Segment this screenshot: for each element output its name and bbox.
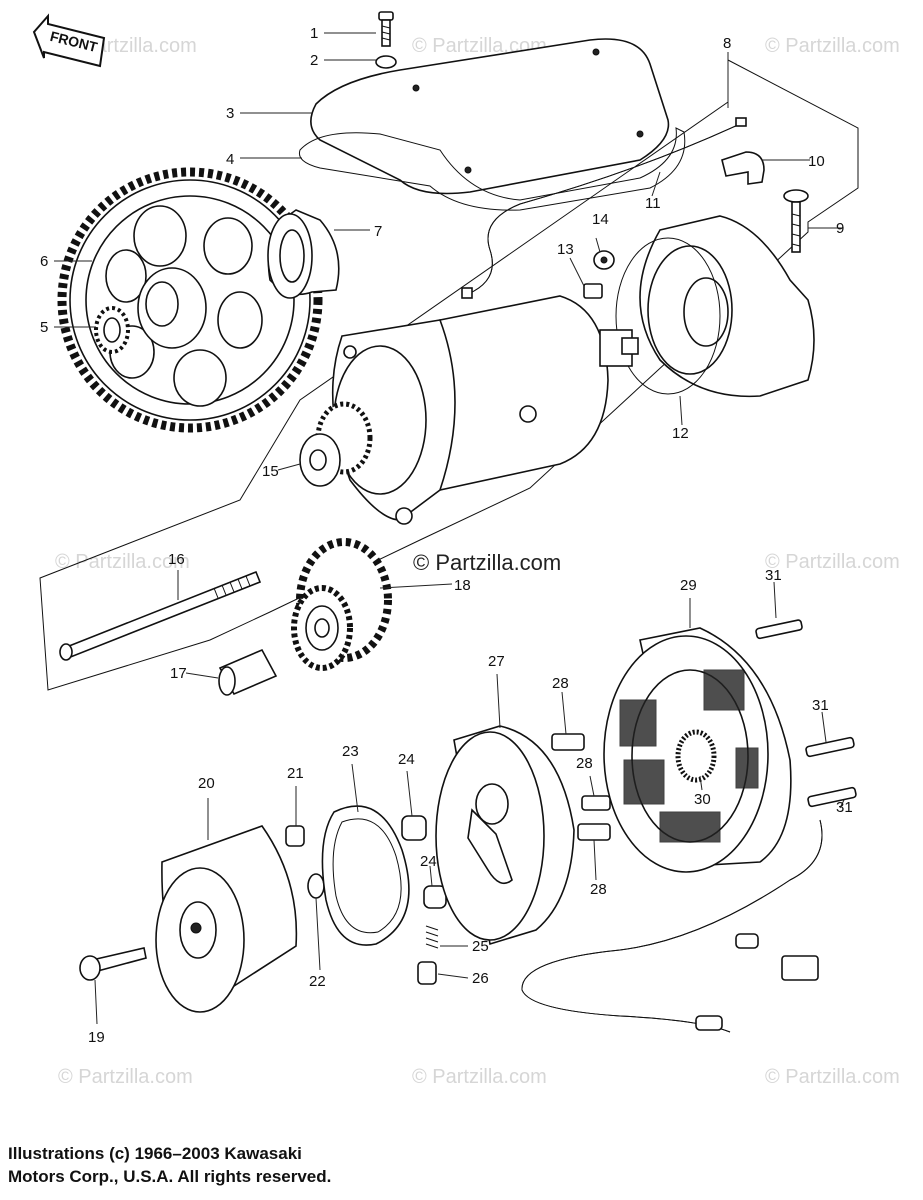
callout-21: 21 — [287, 765, 304, 782]
brush-part-13 — [583, 283, 603, 299]
sleeve-part-7 — [267, 209, 340, 299]
callout-30: 30 — [694, 791, 711, 808]
screw-part-28 — [581, 795, 611, 811]
pin-part-21 — [285, 825, 305, 847]
cover-part-3 — [310, 38, 670, 195]
bolt-part-1 — [378, 11, 394, 47]
callout-11: 11 — [645, 195, 661, 212]
gasket-part-4 — [298, 127, 686, 211]
center-watermark: © Partzilla.com — [413, 550, 561, 575]
cap-part-26 — [417, 961, 437, 985]
washer-part-2 — [375, 55, 397, 69]
wiring-harness — [521, 819, 823, 1033]
bolt-part-19 — [79, 947, 147, 981]
assembly-outline — [39, 59, 859, 691]
screw-part-31 — [755, 619, 803, 640]
spring-part-25 — [425, 925, 439, 949]
callout-16: 16 — [168, 551, 185, 568]
bearing-part-30 — [675, 729, 717, 783]
plate-part-23 — [321, 805, 410, 946]
brush-holder-part-14 — [593, 250, 615, 270]
ring-part-5 — [94, 306, 130, 354]
callout-15: 15 — [262, 463, 279, 480]
callout-8: 8 — [723, 35, 731, 52]
watermark: © Partzilla.com — [58, 1066, 193, 1088]
screw-part-9 — [783, 189, 809, 253]
callout-10: 10 — [808, 153, 825, 170]
callout-20: 20 — [198, 775, 215, 792]
callout-22: 22 — [309, 973, 326, 990]
callout-18: 18 — [454, 577, 471, 594]
callout-4: 4 — [226, 151, 234, 168]
end-housing-part-12 — [615, 215, 815, 398]
callout-1: 1 — [310, 25, 318, 42]
flywheel-part-27 — [435, 725, 575, 946]
callout-31: 31 — [812, 697, 829, 714]
callout-3: 3 — [226, 105, 234, 122]
callout-23: 23 — [342, 743, 359, 760]
watermark: © Partzilla.com — [765, 35, 900, 57]
callout-12: 12 — [672, 425, 689, 442]
watermark: © Partzilla.com — [412, 1066, 547, 1088]
callout-13: 13 — [557, 241, 574, 258]
callout-25: 25 — [472, 938, 489, 955]
front-arrow: FRONT — [32, 13, 106, 68]
callout-24: 24 — [420, 853, 437, 870]
washer-part-22 — [307, 873, 325, 899]
pinion-part-15 — [299, 401, 373, 487]
double-gear-part-18 — [291, 538, 392, 671]
watermark: © Partzilla.com — [765, 551, 900, 573]
large-gear-part-6 — [57, 167, 323, 433]
callout-17: 17 — [170, 665, 187, 682]
copyright-line-1: Illustrations (c) 1966–2003 Kawasaki — [8, 1144, 302, 1163]
callout-31: 31 — [836, 799, 853, 816]
callout-28: 28 — [552, 675, 569, 692]
callout-29: 29 — [680, 577, 697, 594]
watermark: © Partzilla.com — [765, 1066, 900, 1088]
long-bolt-part-16 — [59, 570, 262, 661]
callout-28: 28 — [590, 881, 607, 898]
copyright-line-2: Motors Corp., U.S.A. All rights reserved… — [8, 1167, 332, 1186]
callout-14: 14 — [592, 211, 609, 228]
callout-7: 7 — [374, 223, 382, 240]
collar-part-17 — [218, 648, 278, 696]
wire-part-11 — [461, 117, 747, 299]
callout-9: 9 — [836, 220, 844, 237]
callout-26: 26 — [472, 970, 489, 987]
callout-28: 28 — [576, 755, 593, 772]
leader-line — [54, 32, 845, 1025]
callout-2: 2 — [310, 52, 318, 69]
roller-part-24 — [401, 815, 427, 841]
screw-part-31 — [805, 736, 855, 758]
screw-part-28 — [551, 733, 585, 751]
callout-19: 19 — [88, 1029, 105, 1046]
callout-6: 6 — [40, 253, 48, 270]
watermark: © Partzilla.com — [55, 551, 190, 573]
screw-part-28 — [577, 823, 611, 841]
screw-part-31 — [807, 786, 857, 808]
starter-motor — [331, 295, 639, 525]
callout-5: 5 — [40, 319, 48, 336]
callout-27: 27 — [488, 653, 505, 670]
callout-24: 24 — [398, 751, 415, 768]
rotor-part-20 — [155, 825, 298, 1013]
elbow-part-10 — [721, 151, 765, 185]
callout-31: 31 — [765, 567, 782, 584]
copyright-notice: Illustrations (c) 1966–2003 Kawasaki Mot… — [8, 1142, 331, 1188]
